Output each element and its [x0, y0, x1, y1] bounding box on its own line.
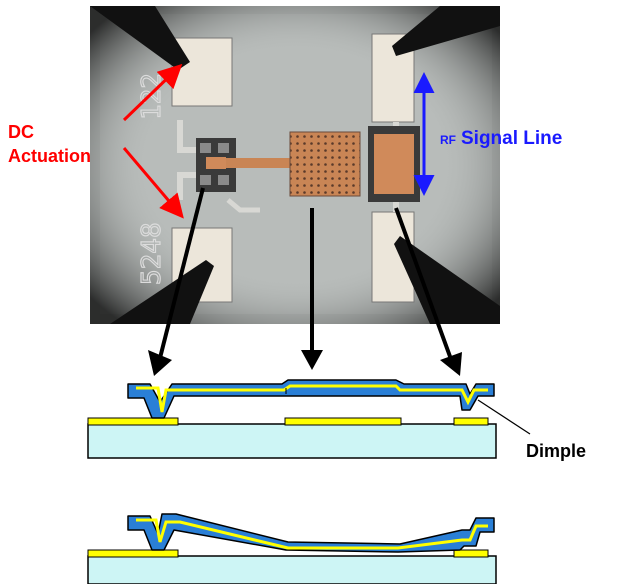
substrate: [87, 423, 497, 459]
membrane-down: [127, 513, 495, 553]
cross-section-down: [87, 513, 497, 584]
dc-label-line1: DC: [8, 122, 34, 142]
electrode-left: [87, 417, 179, 426]
dc-label-line2: Actuation: [8, 146, 91, 166]
beam: [226, 158, 296, 168]
dimple-pointer: [477, 399, 531, 435]
probe-bottom-left: [110, 260, 214, 324]
signal-line-label: Signal Line: [461, 128, 563, 149]
perforated-plate: [289, 131, 361, 197]
dc-arrow-bottom: [122, 147, 184, 219]
probe-bottom-right: [394, 236, 500, 324]
dimple-label: Dimple: [526, 441, 587, 461]
die-marking-left: 5248: [137, 222, 167, 285]
die-marking-right: 122: [137, 73, 167, 120]
electrode-right: [453, 417, 489, 426]
probe-top-right: [392, 6, 500, 56]
probe-top-left: [90, 6, 190, 70]
pointer-arrows: [148, 187, 462, 376]
electrode-left-down: [87, 549, 179, 558]
electrode-center: [284, 417, 402, 426]
cross-section-up: [87, 379, 497, 459]
arrow-icon: [158, 187, 205, 359]
dc-actuation-label: DC Actuation: [8, 120, 128, 168]
substrate-down: [87, 555, 497, 584]
rf-prefix-label: RF: [440, 133, 456, 147]
rf-signal-line-label: RF Signal Line: [440, 128, 562, 150]
micrograph: 5248 122: [90, 6, 500, 324]
arrow-icon: [394, 207, 454, 363]
dc-arrow-top: [122, 63, 183, 122]
electrode-right-down: [453, 549, 489, 558]
